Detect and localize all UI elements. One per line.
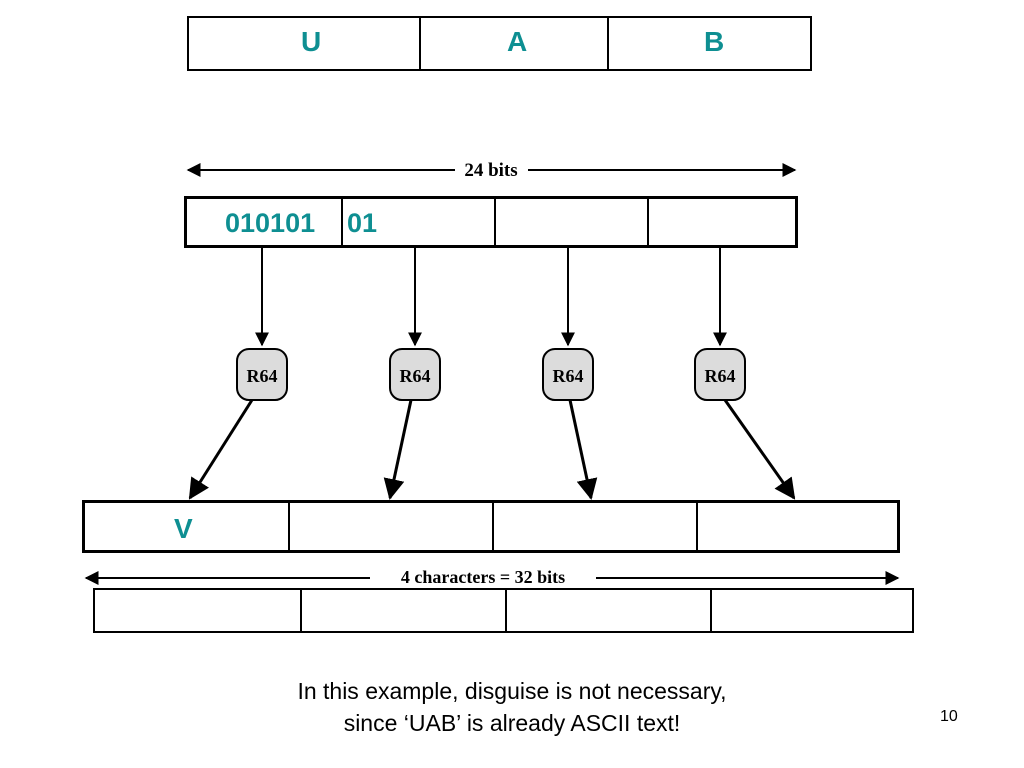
caption-line-2: since ‘UAB’ is already ASCII text! xyxy=(343,710,681,736)
cell-u: U xyxy=(189,18,419,69)
char-cell-2 xyxy=(288,503,492,550)
output-arrows xyxy=(188,399,796,501)
char-row: V xyxy=(82,500,900,553)
cell-b: B xyxy=(607,18,810,69)
letter-u: U xyxy=(301,26,322,57)
r64-node-4: R64 xyxy=(694,348,746,401)
output-arrow-3 xyxy=(568,399,598,501)
output-cell-2 xyxy=(300,590,505,631)
output-cell-4 xyxy=(710,590,912,631)
char-v: V xyxy=(174,513,193,544)
caption: In this example, disguise is not necessa… xyxy=(212,675,812,739)
bits-span-arrow: 24 bits xyxy=(186,160,797,181)
r64-node-2: R64 xyxy=(389,348,441,401)
input-arrows xyxy=(255,247,727,347)
r64-label: R64 xyxy=(400,366,431,386)
bit-cell-3 xyxy=(494,199,647,245)
r64-node-3: R64 xyxy=(542,348,594,401)
bits-first-part: 010101 xyxy=(225,208,316,238)
output-arrow-4 xyxy=(723,399,796,500)
bit-cell-4 xyxy=(647,199,795,245)
chars-label: 4 characters = 32 bits xyxy=(401,567,565,587)
char-cell-1: V xyxy=(85,503,288,550)
bit-cell-2 xyxy=(341,199,494,245)
bits-label: 24 bits xyxy=(464,160,517,181)
chars-span-arrow: 4 characters = 32 bits xyxy=(84,567,900,587)
char-cell-4 xyxy=(696,503,897,550)
output-cell-3 xyxy=(505,590,710,631)
output-arrow-2 xyxy=(383,399,413,501)
bits-second-part: 01 xyxy=(347,208,378,238)
page-number: 10 xyxy=(940,708,958,725)
bit-row: 010101 01 xyxy=(184,196,798,248)
letter-b: B xyxy=(704,26,725,57)
output-cell-1 xyxy=(95,590,300,631)
cell-a: A xyxy=(419,18,607,69)
r64-label: R64 xyxy=(247,366,278,386)
output-arrow-1 xyxy=(188,399,254,500)
r64-label: R64 xyxy=(705,366,736,386)
output-row xyxy=(93,588,914,633)
r64-node-1: R64 xyxy=(236,348,288,401)
r64-label: R64 xyxy=(553,366,584,386)
char-cell-3 xyxy=(492,503,696,550)
letter-a: A xyxy=(507,26,528,57)
uab-box: U A B xyxy=(187,16,812,71)
caption-line-1: In this example, disguise is not necessa… xyxy=(297,678,727,704)
